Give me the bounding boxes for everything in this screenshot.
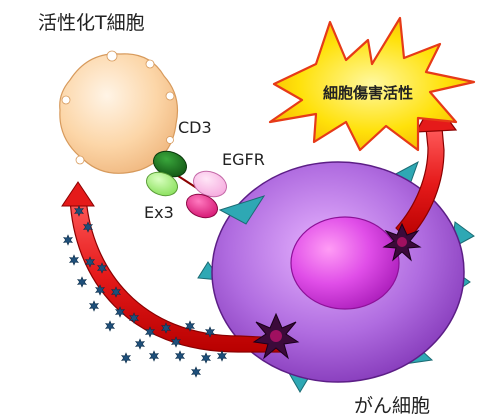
star-icon bbox=[69, 254, 79, 266]
cd3-label: CD3 bbox=[178, 118, 212, 137]
star-icon bbox=[129, 312, 139, 324]
ex3-label: Ex3 bbox=[144, 203, 174, 222]
star-icon bbox=[149, 350, 159, 362]
star-icon bbox=[191, 366, 201, 378]
ex3-binder bbox=[146, 171, 178, 197]
egfr-binder-dark bbox=[186, 193, 218, 219]
cancer-cell-label: がん細胞 bbox=[354, 395, 430, 417]
t-cell-label: 活性化T細胞 bbox=[38, 12, 145, 34]
star-icon bbox=[121, 352, 131, 364]
cancer-cell-nucleus bbox=[290, 216, 400, 310]
bispecific-antibody bbox=[146, 150, 227, 219]
explosion-icon: 細胞傷害活性 bbox=[268, 16, 476, 152]
star-icon bbox=[115, 306, 125, 318]
star-icon bbox=[63, 234, 73, 246]
star-icon bbox=[171, 336, 181, 348]
star-icon bbox=[77, 276, 87, 288]
star-icon bbox=[97, 262, 107, 274]
granule-group bbox=[63, 205, 227, 378]
star-icon bbox=[135, 338, 145, 350]
egfr-label: EGFR bbox=[222, 150, 265, 169]
star-icon bbox=[201, 352, 211, 364]
star-icon bbox=[217, 350, 227, 362]
egfr-receptor bbox=[218, 195, 266, 225]
star-icon bbox=[161, 322, 171, 334]
star-icon bbox=[89, 300, 99, 312]
star-icon bbox=[185, 320, 195, 332]
star-icon bbox=[105, 320, 115, 332]
impact-burst-icon bbox=[382, 222, 422, 262]
star-icon bbox=[145, 326, 155, 338]
star-icon bbox=[111, 286, 121, 298]
star-icon bbox=[83, 221, 93, 233]
star-icon bbox=[85, 256, 95, 268]
star-icon bbox=[175, 350, 185, 362]
star-icon bbox=[205, 326, 215, 338]
impact-burst-icon bbox=[252, 312, 300, 360]
cytotoxicity-label: 細胞傷害活性 bbox=[323, 84, 413, 102]
star-icon bbox=[95, 284, 105, 296]
star-icon bbox=[74, 205, 84, 217]
